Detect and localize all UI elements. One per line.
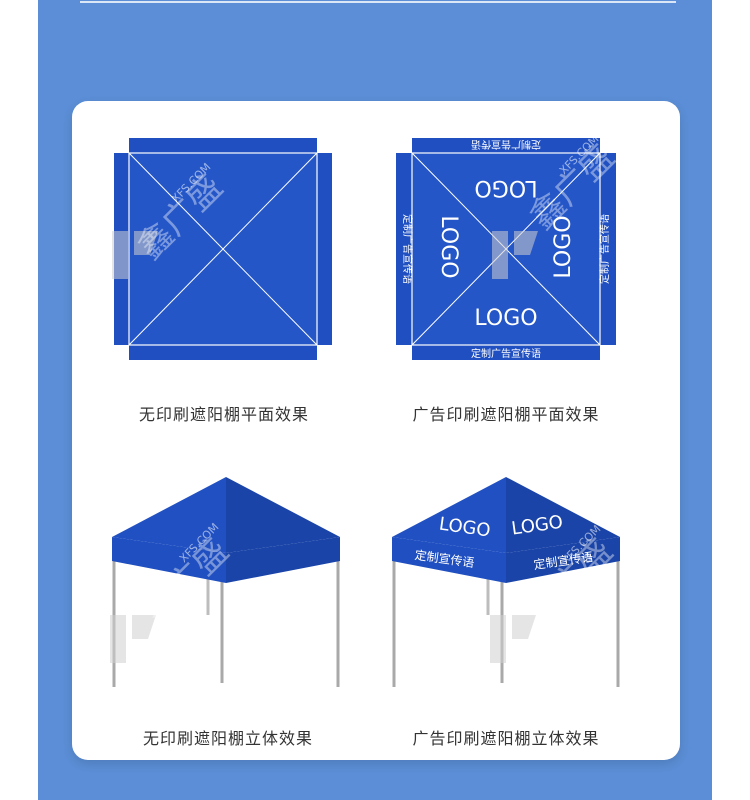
caption-flat-plain: 无印刷遮阳棚平面效果 xyxy=(138,405,309,424)
watermark-logo-icon xyxy=(490,615,536,663)
caption-3d-plain: 无印刷遮阳棚立体效果 xyxy=(142,729,313,748)
3d-plain-figure: XFS.COM 鑫广盛 xyxy=(110,475,342,695)
watermark-logo-icon xyxy=(492,231,538,279)
slogan-bottom: 定制广告宣传语 xyxy=(471,347,541,360)
logo-left: LOGO xyxy=(436,215,461,278)
top-divider xyxy=(80,1,676,3)
product-card: XFS.COM 鑫广盛 无印刷遮阳棚平面效果 定制广告宣传语 定制广告宣传语 定… xyxy=(72,101,680,760)
flat-printed-figure: 定制广告宣传语 定制广告宣传语 定制广告宣传语 定制广告宣传语 LOGO LOG… xyxy=(394,133,622,367)
flat-plain-figure: XFS.COM 鑫广盛 xyxy=(112,135,334,367)
watermark-logo-icon xyxy=(110,615,156,663)
3d-printed-figure: LOGO LOGO 定制宣传语 定制宣传语 XFS.COM 鑫广盛 xyxy=(390,475,622,695)
logo-top: LOGO xyxy=(474,175,537,200)
logo-right: LOGO xyxy=(551,215,576,278)
slogan-right: 定制广告宣传语 xyxy=(598,214,611,284)
slogan-left: 定制广告宣传语 xyxy=(401,214,414,284)
watermark-logo-icon xyxy=(112,231,158,279)
caption-3d-printed: 广告印刷遮阳棚立体效果 xyxy=(412,729,600,748)
caption-flat-printed: 广告印刷遮阳棚平面效果 xyxy=(412,405,600,424)
slogan-top: 定制广告宣传语 xyxy=(471,138,541,151)
logo-bottom: LOGO xyxy=(474,306,537,331)
